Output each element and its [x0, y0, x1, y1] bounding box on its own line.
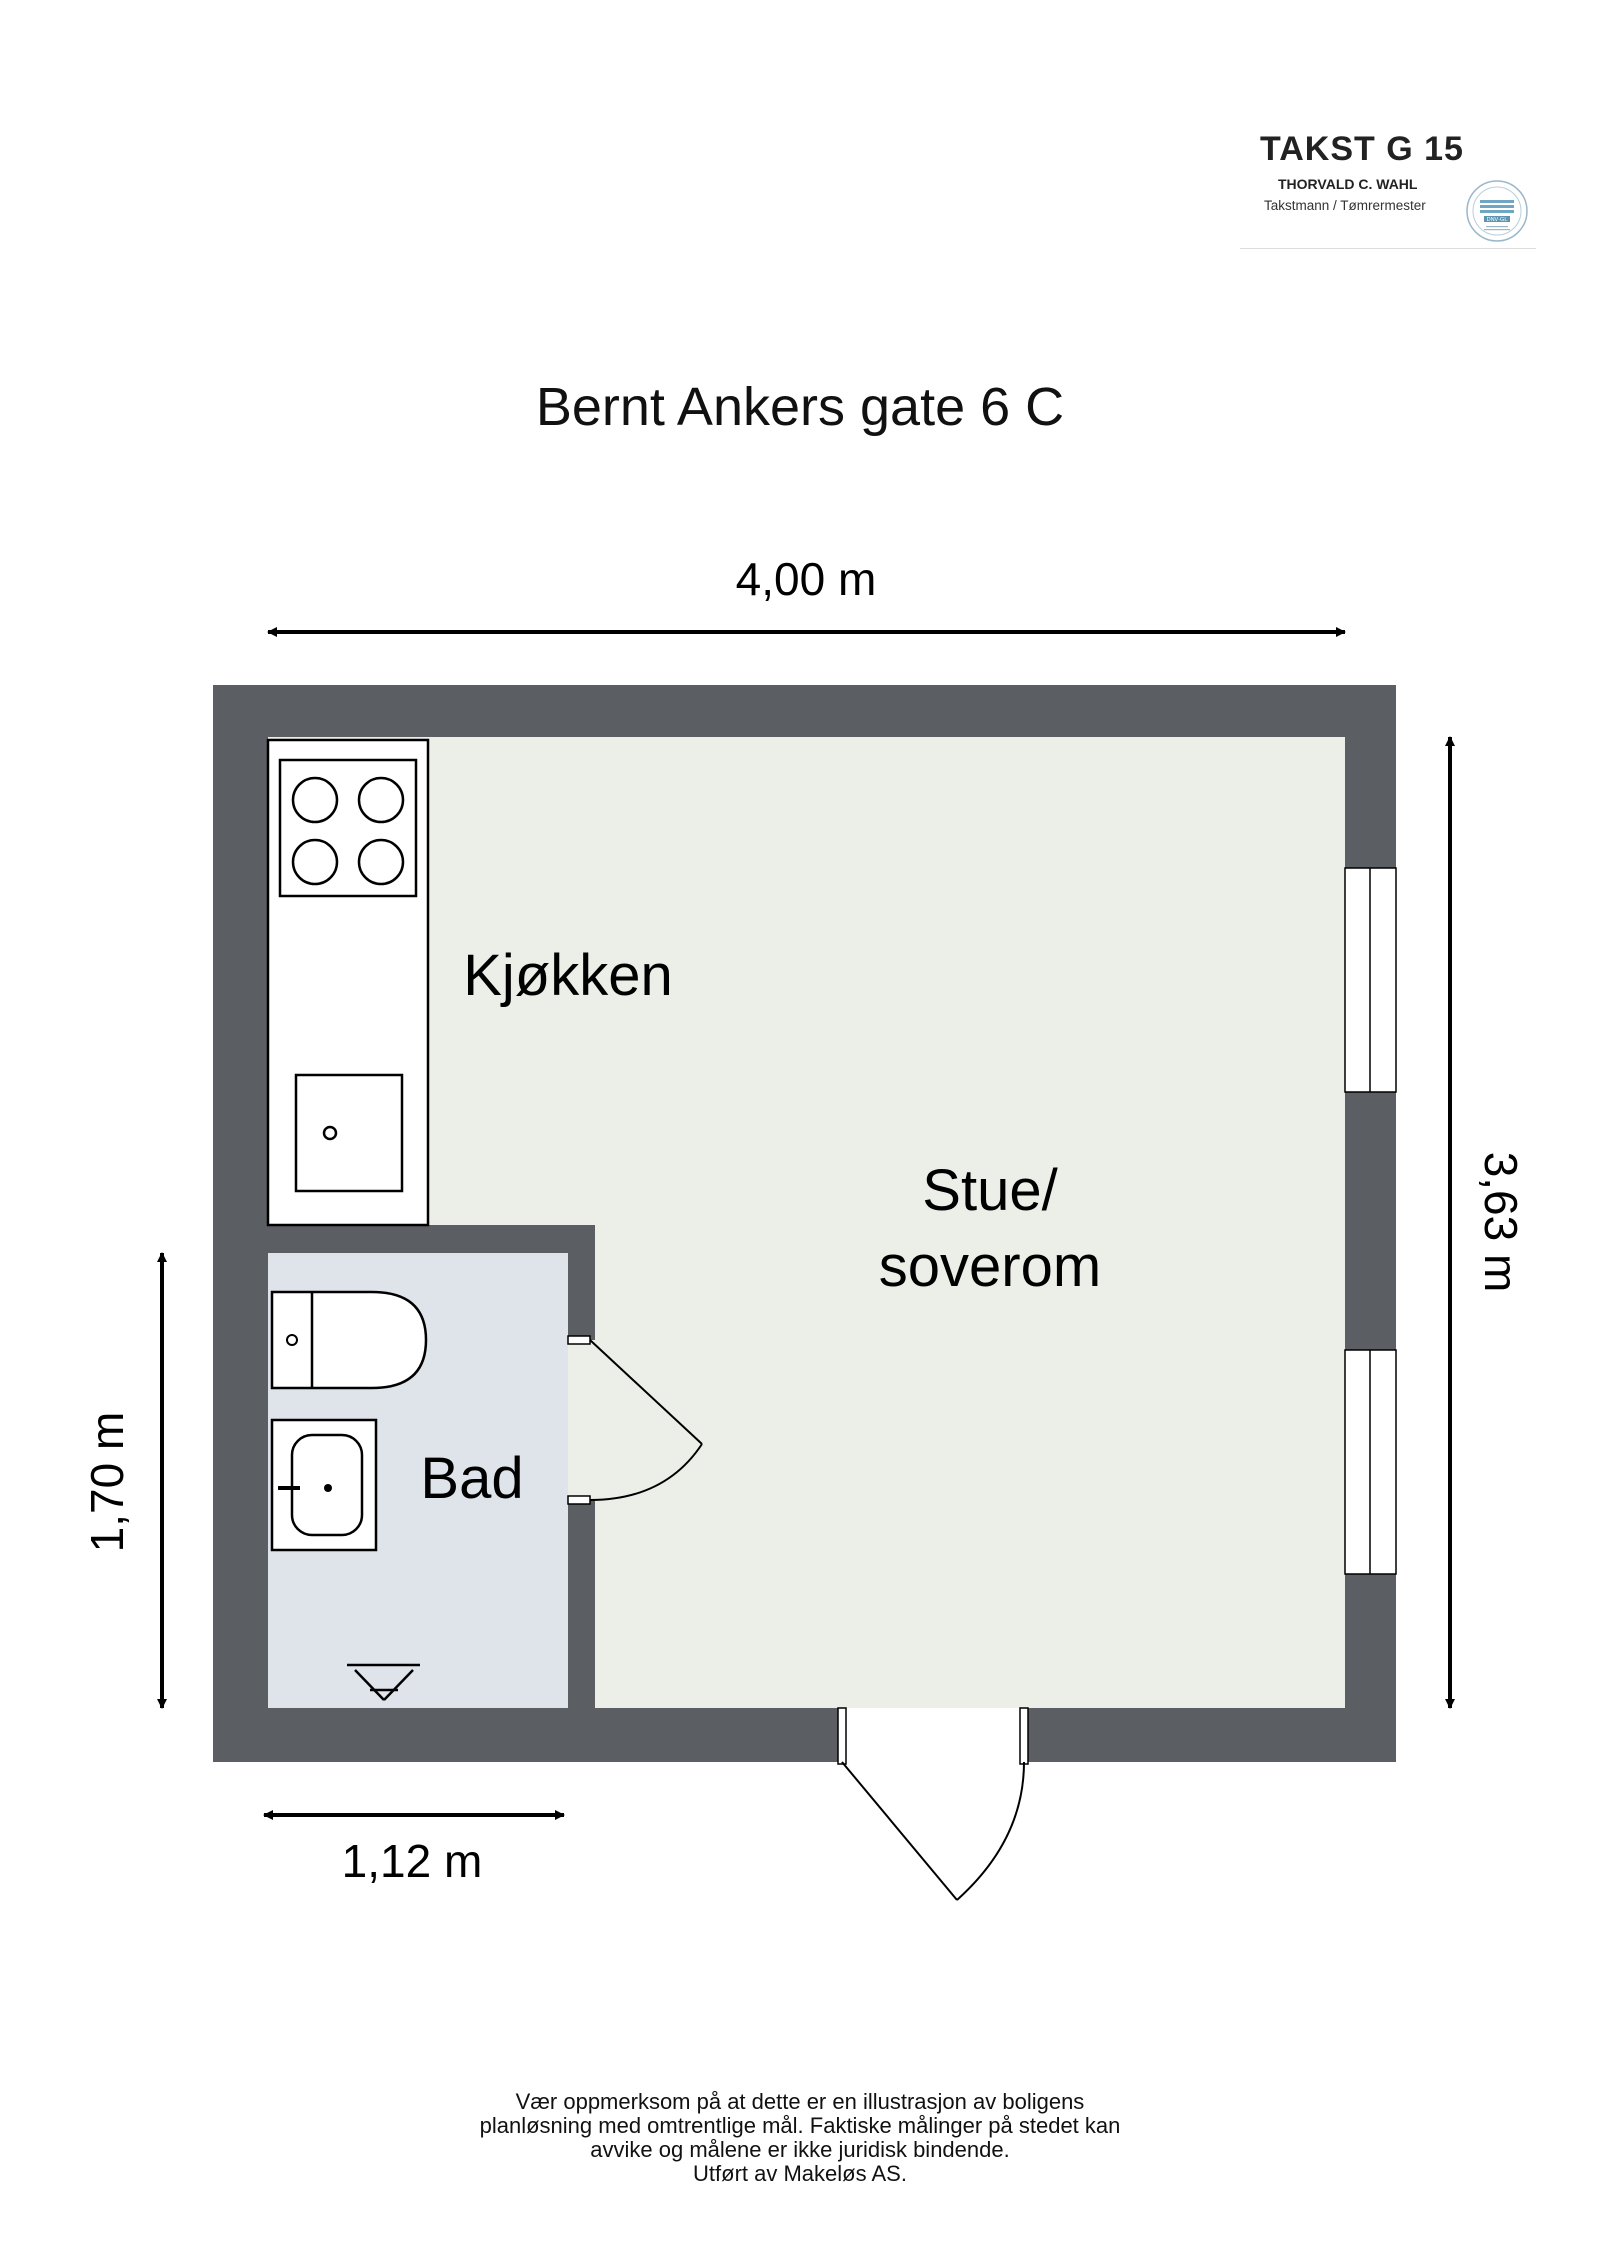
- logo-name: THORVALD C. WAHL: [1278, 176, 1418, 192]
- disclaimer-line: planløsning med omtrentlige mål. Faktisk…: [479, 2113, 1121, 2138]
- logo-role: Takstmann / Tømrermester: [1264, 198, 1426, 213]
- burner-icon: [291, 838, 339, 886]
- bath-height-dimension-label: 1,70 m: [81, 1412, 133, 1553]
- page-title: Bernt Ankers gate 6 C: [535, 377, 1065, 437]
- room-label-living-line1: Stue/: [922, 1158, 1058, 1223]
- entrance-door: [837, 1707, 1029, 1901]
- toilet-icon: [270, 1290, 428, 1390]
- disclaimer-line: avvike og målene er ikke juridisk binden…: [590, 2137, 1010, 2162]
- logo-divider: [1240, 248, 1536, 249]
- room-label-living-line2: soverom: [879, 1234, 1101, 1299]
- bath-width-dimension-label: 1,12 m: [342, 1835, 483, 1887]
- disclaimer-line: Vær oppmerksom på at dette er en illustr…: [515, 2089, 1085, 2114]
- kitchen-sink: [294, 1073, 404, 1193]
- window-lower: [1344, 1349, 1397, 1575]
- sink-drain-icon: [322, 1125, 338, 1141]
- disclaimer: Vær oppmerksom på at dette er en illustr…: [300, 2090, 1300, 2186]
- floor-drain-icon: [347, 1663, 420, 1701]
- disclaimer-line: Utført av Makeløs AS.: [693, 2161, 907, 2186]
- burner-icon: [357, 776, 405, 824]
- certification-seal-icon: DNV·GL: [1466, 180, 1528, 242]
- burner-icon: [291, 776, 339, 824]
- logo-title: TAKST G 15: [1260, 130, 1464, 168]
- bath-door: [567, 1335, 703, 1505]
- room-label-kitchen: Kjøkken: [463, 943, 673, 1008]
- seal-text: DNV·GL: [1487, 217, 1508, 223]
- stove: [278, 758, 418, 898]
- burner-icon: [357, 838, 405, 886]
- width-dimension-label: 4,00 m: [736, 553, 877, 605]
- window-upper: [1344, 867, 1397, 1093]
- room-label-bath: Bad: [420, 1446, 523, 1511]
- company-logo: TAKST G 15 THORVALD C. WAHL Takstmann / …: [1240, 120, 1540, 252]
- height-dimension-label: 3,63 m: [1475, 1152, 1527, 1293]
